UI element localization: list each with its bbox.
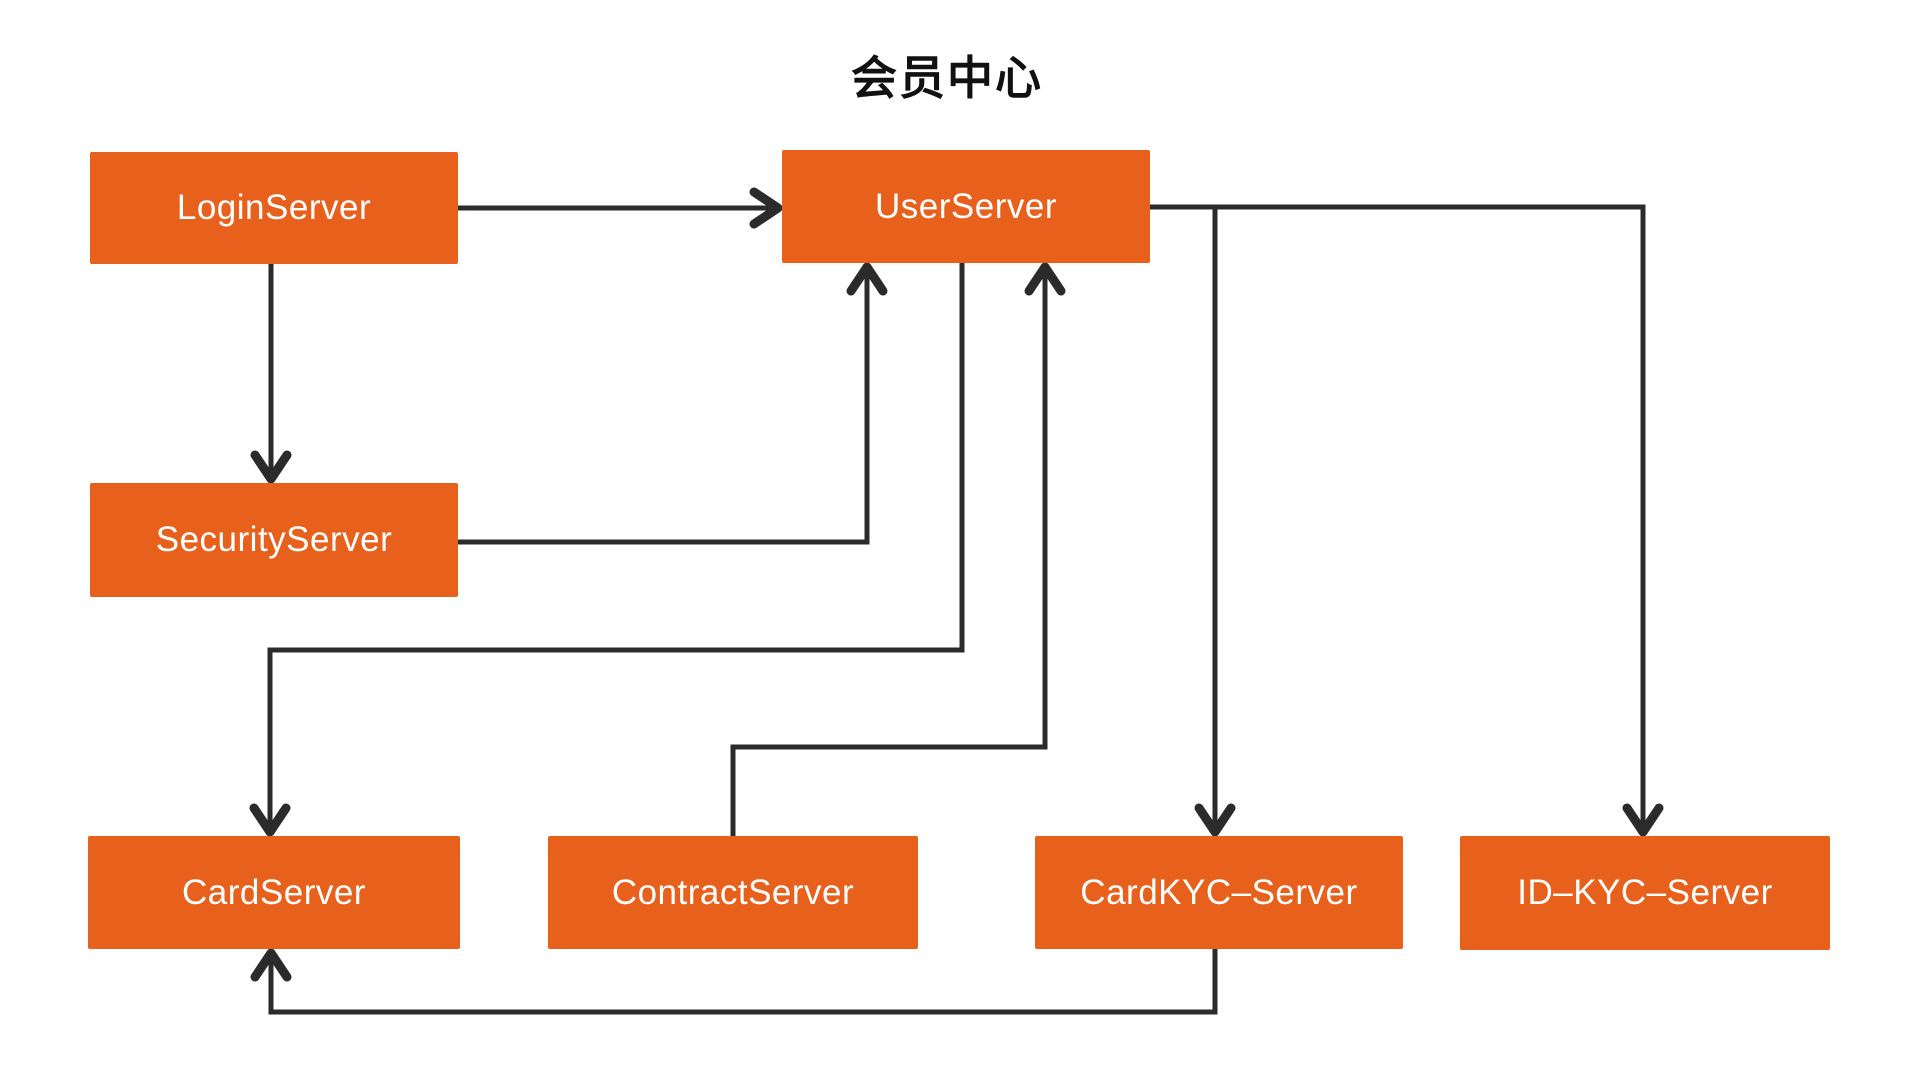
arrowhead-up-icon	[846, 262, 888, 296]
edge-userserver-to-idkycserver	[1150, 204, 1664, 837]
node-login-server-label: LoginServer	[176, 188, 372, 227]
node-security-server: SecurityServer	[90, 483, 458, 597]
edge-loginserver-to-securityserver	[250, 264, 292, 484]
node-idkyc-server: ID–KYC–Server	[1460, 836, 1830, 950]
diagram-title: 会员中心	[851, 52, 1043, 104]
arrowhead-up-icon	[250, 948, 292, 982]
edge-line	[267, 263, 965, 828]
node-card-server-label: CardServer	[182, 872, 366, 912]
edge-line	[268, 949, 1218, 1015]
arrowhead-up-icon	[1024, 262, 1066, 296]
edge-userserver-to-cardkycserver	[1150, 204, 1236, 837]
edge-line	[458, 271, 870, 545]
node-cardkyc-server-label: CardKYC–Server	[1080, 872, 1358, 912]
node-contract-server: ContractServer	[548, 836, 918, 949]
node-contract-server-label: ContractServer	[611, 872, 855, 912]
edge-loginserver-to-userserver	[455, 187, 783, 229]
node-security-server-label: SecurityServer	[155, 520, 393, 559]
arrowhead-right-icon	[749, 187, 783, 229]
edge-line	[1150, 204, 1218, 828]
node-idkyc-server-label: ID–KYC–Server	[1517, 873, 1773, 912]
node-card-server: CardServer	[88, 836, 460, 949]
edge-line	[730, 271, 1048, 836]
edge-contractserver-to-userserver	[730, 262, 1066, 836]
node-login-server: LoginServer	[90, 152, 458, 264]
arrowhead-down-icon	[250, 450, 292, 484]
arrowhead-down-icon	[1622, 803, 1664, 837]
edge-userserver-to-cardserver	[249, 263, 965, 837]
arrowhead-down-icon	[249, 803, 291, 837]
node-user-server-label: UserServer	[875, 186, 1057, 226]
arrowhead-down-icon	[1194, 803, 1236, 837]
node-user-server: UserServer	[782, 150, 1150, 263]
edge-line	[1150, 204, 1646, 828]
edge-securityserver-to-userserver	[458, 262, 888, 545]
edge-cardkycserver-to-cardserver	[250, 948, 1218, 1015]
node-cardkyc-server: CardKYC–Server	[1035, 836, 1403, 949]
